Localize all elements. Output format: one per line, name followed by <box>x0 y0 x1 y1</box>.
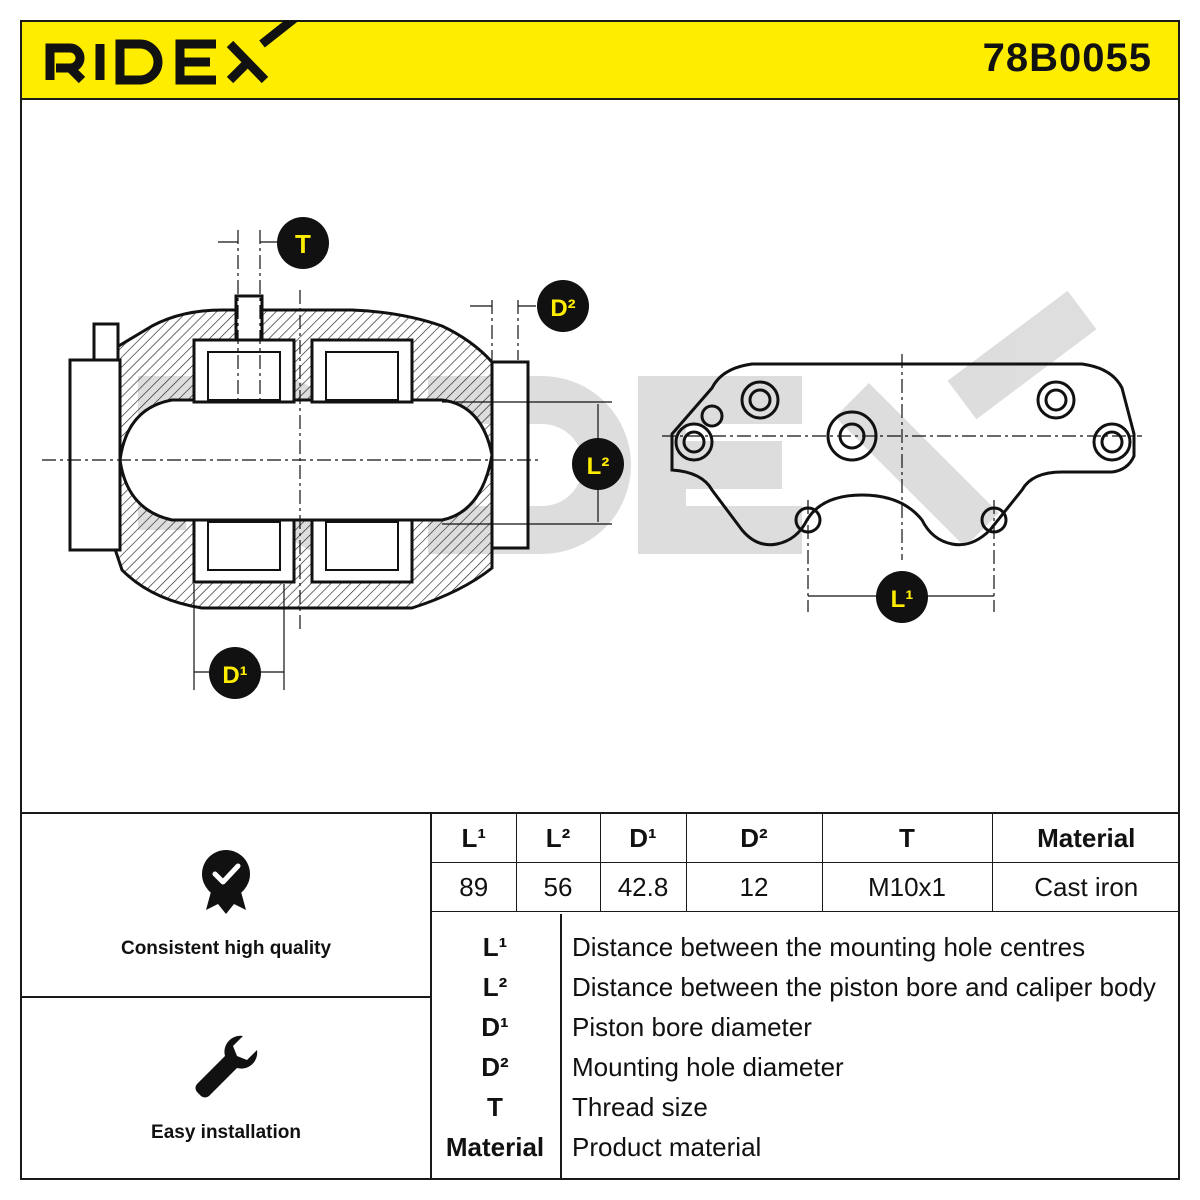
caliper-drawing: T D² L² D¹ L¹ <box>42 217 1142 699</box>
svg-text:D¹: D¹ <box>222 662 247 689</box>
legend-symbol: T <box>487 1092 503 1122</box>
wrench-icon <box>195 1035 258 1098</box>
spec-table: L¹ L² D¹ D² T Material 89 56 42.8 12 M10… <box>432 814 1180 912</box>
callout-d2: D² <box>537 280 589 332</box>
feature-installation: Easy installation <box>22 998 430 1178</box>
spec-value-l1: 89 <box>432 862 517 912</box>
panel-divider <box>430 814 432 1180</box>
legend-row: L² Distance between the piston bore and … <box>432 968 1178 1008</box>
feature-quality: Consistent high quality <box>22 814 430 998</box>
section-divider <box>20 812 1180 814</box>
spec-value-l2: 56 <box>515 862 601 912</box>
spec-header-t: T <box>821 814 993 863</box>
features-panel: Consistent high quality Easy installatio… <box>22 814 430 1178</box>
header-bar <box>20 20 1180 100</box>
legend-description: Mounting hole diameter <box>572 1052 844 1082</box>
caliper-section-view <box>42 230 612 690</box>
spec-value-d2: 12 <box>685 862 823 912</box>
legend-divider <box>560 914 562 1178</box>
legend-symbol: L² <box>482 972 508 1002</box>
legend-symbol: D² <box>481 1052 509 1082</box>
spec-value-t: M10x1 <box>821 862 993 912</box>
callout-t: T <box>277 217 329 269</box>
spec-header-d1: D¹ <box>599 814 687 863</box>
feature-quality-label: Consistent high quality <box>120 938 332 959</box>
legend-description: Distance between the piston bore and cal… <box>572 972 1156 1002</box>
spec-header-row: L¹ L² D¹ D² T Material <box>432 814 1180 863</box>
svg-text:L²: L² <box>587 453 610 480</box>
legend-row: D² Mounting hole diameter <box>432 1048 1178 1088</box>
quality-badge-icon <box>202 850 250 914</box>
legend-description: Piston bore diameter <box>572 1012 812 1042</box>
svg-text:L¹: L¹ <box>891 586 914 613</box>
svg-text:D²: D² <box>550 295 575 322</box>
legend-symbol: D¹ <box>481 1012 509 1042</box>
legend-description: Thread size <box>572 1092 708 1122</box>
callout-d1: D¹ <box>209 647 261 699</box>
legend-symbol: Material <box>445 1132 545 1162</box>
legend-row: Material Product material <box>432 1128 1178 1168</box>
spec-value-d1: 42.8 <box>599 862 687 912</box>
spec-header-l2: L² <box>515 814 601 863</box>
legend-row: L¹ Distance between the mounting hole ce… <box>432 928 1178 968</box>
part-number: 78B0055 <box>982 36 1152 80</box>
legend: L¹ Distance between the mounting hole ce… <box>432 914 1178 1178</box>
legend-row: D¹ Piston bore diameter <box>432 1008 1178 1048</box>
spec-value-material: Cast iron <box>991 862 1180 912</box>
feature-installation-label: Easy installation <box>151 1122 301 1143</box>
callout-l2: L² <box>572 438 624 490</box>
ridex-logo <box>45 20 300 85</box>
callout-l1: L¹ <box>876 571 928 623</box>
spec-value-row: 89 56 42.8 12 M10x1 Cast iron <box>432 862 1180 912</box>
legend-symbol: L¹ <box>482 932 508 962</box>
caliper-outline-view <box>662 354 1142 612</box>
spec-header-d2: D² <box>685 814 823 863</box>
legend-description: Distance between the mounting hole centr… <box>572 932 1086 962</box>
spec-header-l1: L¹ <box>432 814 517 863</box>
spec-header-material: Material <box>991 814 1180 863</box>
svg-text:T: T <box>295 229 311 259</box>
legend-row: T Thread size <box>432 1088 1178 1128</box>
legend-description: Product material <box>572 1132 762 1162</box>
